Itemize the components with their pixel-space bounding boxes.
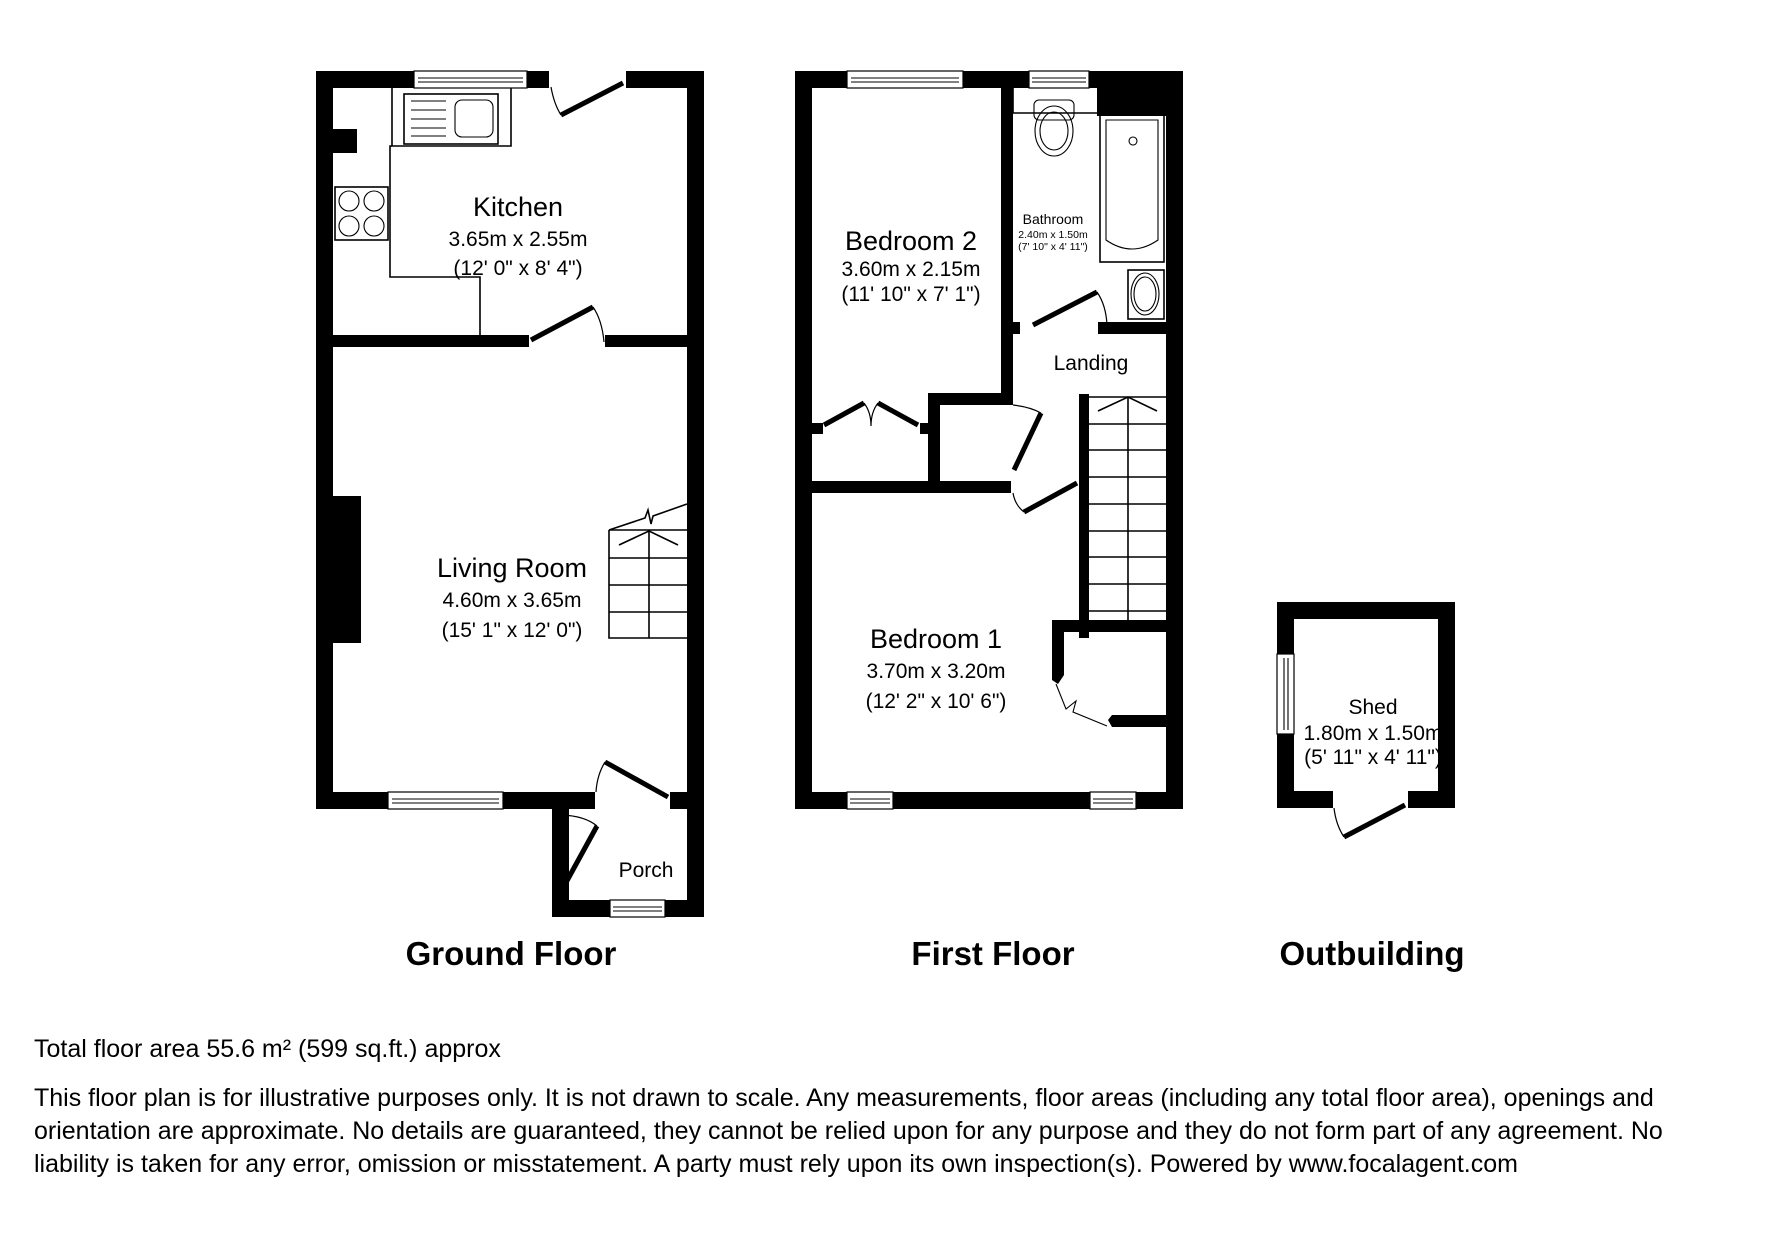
room-dims-bedroom-1-imperial: (12' 2" x 10' 6")	[866, 690, 1007, 713]
floor-label-first: First Floor	[911, 935, 1074, 972]
window-icon	[1028, 70, 1090, 89]
window-icon	[846, 791, 894, 810]
door-icon	[1011, 404, 1044, 472]
room-dims-kitchen-metric: 3.65m x 2.55m	[449, 228, 588, 251]
toilet-icon	[1012, 88, 1098, 157]
door-icon	[1012, 480, 1079, 515]
room-dims-kitchen-imperial: (12' 0" x 8' 4")	[453, 257, 582, 280]
room-name-kitchen: Kitchen	[473, 192, 563, 222]
outbuilding-plan: Shed 1.80m x 1.50m (5' 11" x 4' 11") Out…	[1276, 602, 1465, 972]
hob-icon	[334, 186, 389, 241]
door-icon	[1031, 289, 1108, 328]
staircase-icon	[1089, 396, 1166, 620]
room-name-bedroom-2: Bedroom 2	[845, 226, 977, 256]
first-floor-plan: Bedroom 2 3.60m x 2.15m (11' 10" x 7' 1"…	[795, 70, 1183, 972]
room-dims-bathroom-metric: 2.40m x 1.50m	[1018, 229, 1088, 241]
room-dims-shed-metric: 1.80m x 1.50m	[1304, 722, 1443, 745]
room-dims-bathroom-imperial: (7' 10" x 4' 11")	[1018, 241, 1088, 253]
cupboard-door-icon	[1055, 683, 1108, 727]
room-dims-bedroom-2-imperial: (11' 10" x 7' 1")	[841, 283, 980, 306]
sink-icon	[403, 93, 499, 145]
wardrobe-door-icon	[822, 400, 920, 428]
room-name-porch: Porch	[619, 859, 674, 882]
room-name-landing: Landing	[1054, 352, 1129, 375]
floor-label-outbuilding: Outbuilding	[1279, 935, 1464, 972]
ground-floor-plan: Kitchen 3.65m x 2.55m (12' 0" x 8' 4") L…	[316, 70, 704, 972]
room-dims-shed-imperial: (5' 11" x 4' 11")	[1304, 746, 1442, 769]
room-dims-bedroom-1-metric: 3.70m x 3.20m	[867, 660, 1006, 683]
basin-icon	[1127, 269, 1165, 320]
room-name-bathroom: Bathroom	[1023, 211, 1084, 227]
door-icon	[595, 759, 670, 800]
window-icon	[1089, 791, 1137, 810]
bath-icon	[1099, 112, 1165, 263]
door-icon	[529, 304, 605, 343]
door-icon	[1333, 802, 1407, 840]
floor-label-ground: Ground Floor	[406, 935, 617, 972]
window-icon	[609, 899, 666, 918]
room-dims-living-room-metric: 4.60m x 3.65m	[443, 589, 582, 612]
window-icon	[846, 70, 964, 89]
room-dims-bedroom-2-metric: 3.60m x 2.15m	[842, 258, 981, 281]
window-icon	[413, 70, 528, 89]
door-icon	[560, 814, 600, 890]
total-floor-area: Total floor area 55.6 m² (599 sq.ft.) ap…	[34, 1035, 501, 1063]
room-name-shed: Shed	[1348, 696, 1397, 719]
room-name-bedroom-1: Bedroom 1	[870, 624, 1002, 654]
staircase-icon	[608, 503, 688, 639]
window-icon	[387, 791, 504, 810]
disclaimer-text: This floor plan is for illustrative purp…	[34, 1084, 1663, 1178]
door-icon	[550, 80, 625, 118]
window-icon	[1276, 653, 1295, 735]
room-dims-living-room-imperial: (15' 1" x 12' 0")	[442, 619, 583, 642]
room-name-living-room: Living Room	[437, 553, 587, 583]
